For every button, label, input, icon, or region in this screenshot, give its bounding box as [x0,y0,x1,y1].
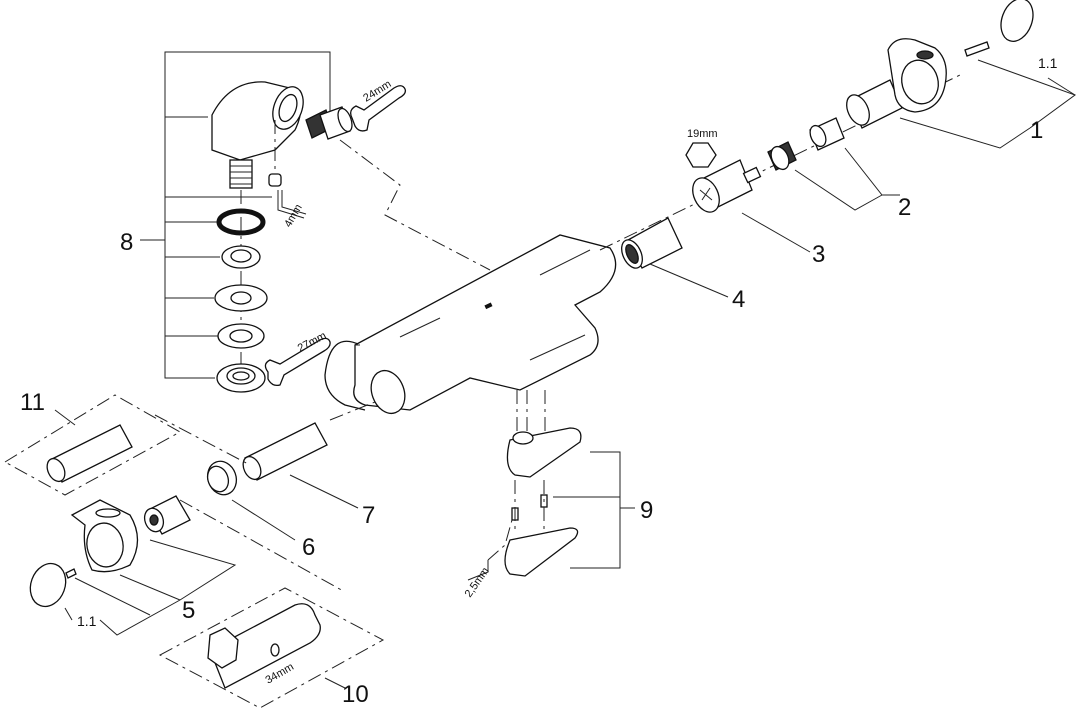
callout-6: 6 [302,534,315,561]
part-2-nut [809,117,845,151]
callout-11: 11 [20,389,45,416]
part-11-cartridge [46,424,133,483]
callout-10: 10 [342,681,369,708]
axis-11-to-7 [154,414,251,466]
callout-1-1-top: 1.1 [1038,55,1058,71]
axis-5-to-10 [179,499,346,593]
part-5-adapter [143,495,191,535]
callout-9: 9 [640,497,653,524]
faucet-body [324,234,617,415]
part-4-sleeve [621,217,683,269]
part-1-1-cap [1000,0,1034,42]
group-8-bracket [140,51,331,379]
hex-key-4mm-icon [277,190,307,219]
hex-key-2-5mm-icon [467,560,489,581]
washer-2 [214,284,268,312]
part-1-1-screw-left [65,568,77,579]
part-10-socket-tool [207,603,321,689]
part-6-ring [206,460,238,496]
axis-hex-key-9 [487,519,513,561]
part-1-adapter [846,79,903,129]
axis-adapter-body [339,139,491,271]
part-9-screws [511,494,548,521]
washer-1 [221,245,261,269]
washer-3 [217,323,265,349]
threaded-adapter [305,106,353,140]
callout-8: 8 [120,229,133,256]
part-1-handle [887,38,947,113]
grub-screw [268,173,282,187]
part-2-clip [767,141,797,171]
part-3-cartridge [692,159,762,213]
callout-3: 3 [812,241,825,268]
callout-1-1-bottom: 1.1 [77,613,97,629]
part-10-box [158,587,385,709]
mounting-nut [216,363,266,393]
wrench-24mm-icon [350,85,407,132]
part-5-handle [70,499,139,573]
part-9-mount-lower [504,527,579,577]
part-9-mount-upper [506,427,582,478]
callout-5: 5 [182,597,195,624]
callout-2: 2 [898,194,911,221]
leader-6 [231,499,296,541]
o-ring [216,208,266,236]
callout-4: 4 [732,286,745,313]
tool-size-19mm: 19mm [687,128,718,140]
elbow-fitting [211,81,304,189]
part-7-cartridge [242,422,328,481]
tool-size-4mm: 4mm [282,202,305,229]
part-11-box [4,394,182,496]
body-logo-mark [484,302,493,310]
tool-size-2-5mm: 2,5mm [463,565,492,599]
leader-lines-9 [553,451,635,569]
callout-7: 7 [362,502,375,529]
leader-10 [324,677,346,689]
hex-19mm-icon [685,142,717,168]
leader-7 [289,474,359,509]
part-1-1-screw [964,41,990,57]
leader-lines-right [649,59,1077,298]
axis-7-to-body [329,399,381,421]
leader-11 [54,409,76,426]
callout-1: 1 [1030,117,1043,144]
part-1-1-cap-left [29,562,67,608]
wrench-27mm-icon [264,337,331,387]
leader-lines-5 [64,539,237,636]
